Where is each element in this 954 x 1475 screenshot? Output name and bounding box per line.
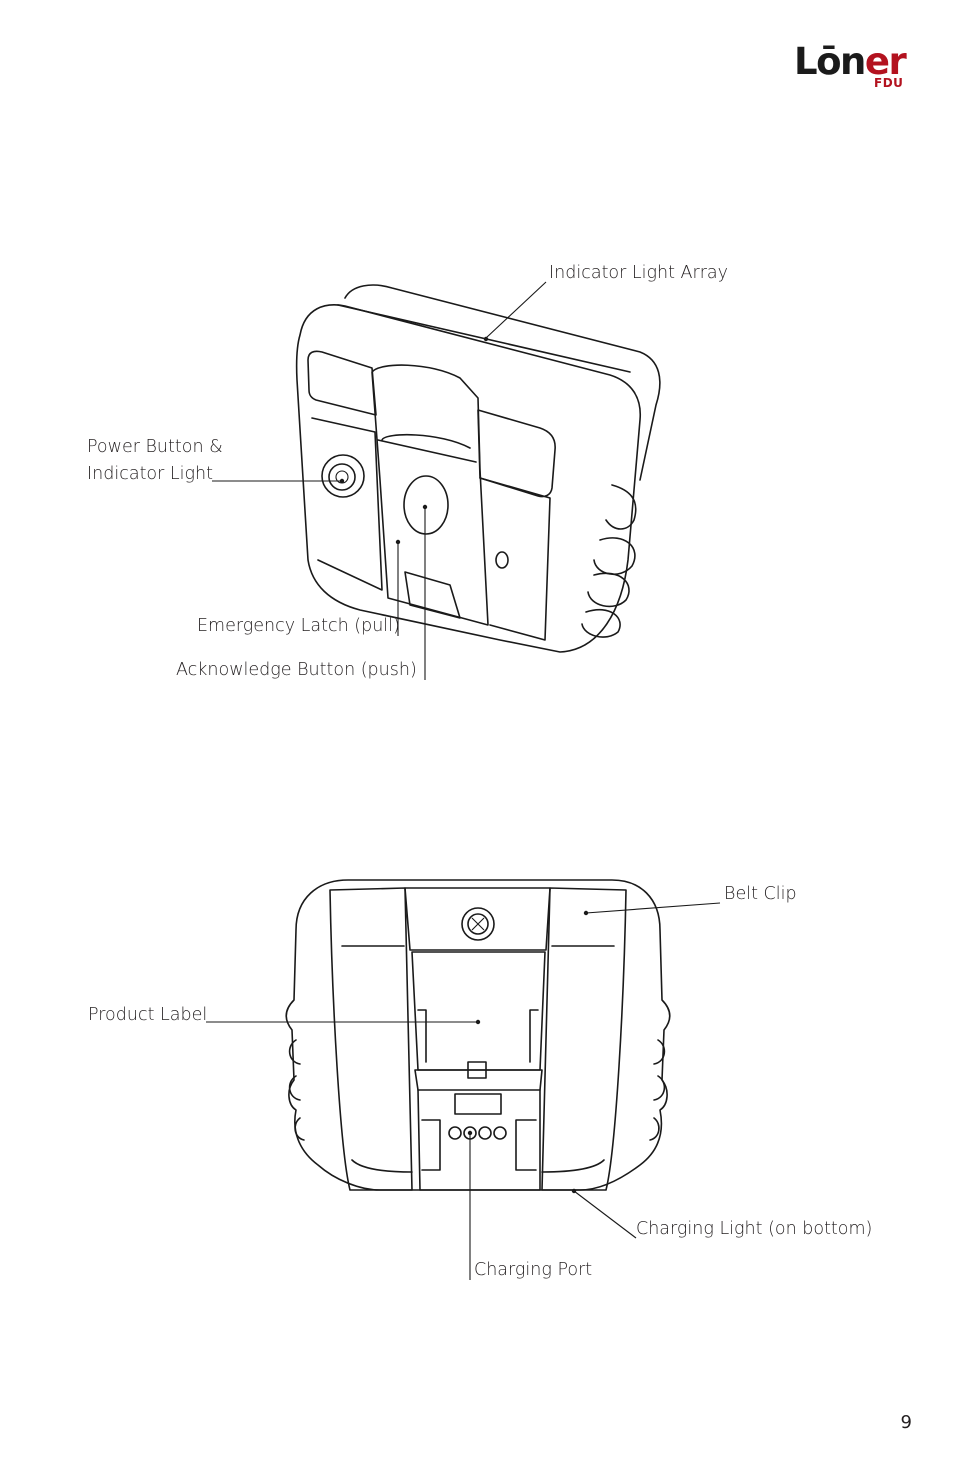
leader-charging-light xyxy=(573,1190,637,1239)
label-power-button-line2: Indicator Light xyxy=(87,464,213,484)
label-charging-port: Charging Port xyxy=(474,1260,593,1280)
label-indicator-light-array: Indicator Light Array xyxy=(549,263,728,283)
page-number: 9 xyxy=(900,1412,912,1433)
device-back-view xyxy=(285,879,671,1191)
logo-wordmark: Lōner xyxy=(794,40,907,83)
device-front-view xyxy=(295,284,661,653)
label-acknowledge-button: Acknowledge Button (push) xyxy=(176,660,417,680)
loner-fdu-logo: Lōner FDU xyxy=(794,40,914,96)
leader-indicator-light-array xyxy=(485,281,547,339)
label-emergency-latch: Emergency Latch (pull) xyxy=(197,616,400,636)
label-product-label: Product Label xyxy=(88,1005,208,1025)
label-power-button-line1: Power Button & xyxy=(87,437,223,457)
top-view-leaders xyxy=(212,281,547,680)
label-charging-light: Charging Light (on bottom) xyxy=(636,1219,873,1239)
logo-subtitle: FDU xyxy=(874,76,904,90)
label-belt-clip: Belt Clip xyxy=(724,884,797,904)
bottom-view-leaders xyxy=(206,902,721,1280)
leader-belt-clip xyxy=(585,902,721,914)
